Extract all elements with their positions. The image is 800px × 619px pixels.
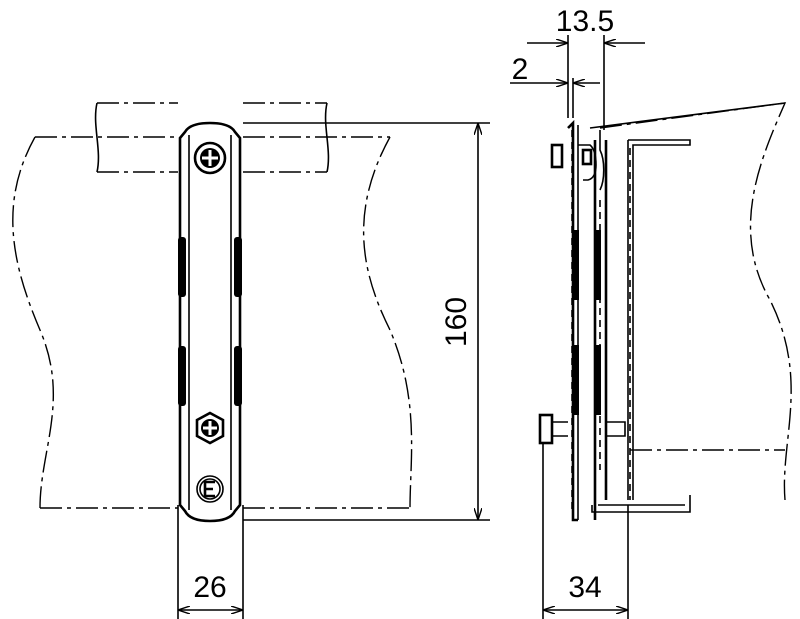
dimension-label-thickness: 2 (512, 53, 529, 86)
joint-plate (178, 121, 490, 523)
slot (595, 345, 601, 415)
slot (178, 346, 186, 406)
slot (573, 230, 579, 300)
round-bolt-icon (193, 141, 227, 175)
dimension-label-height: 160 (440, 297, 473, 347)
dimension-label-width: 26 (193, 571, 226, 604)
dimension-2: 2 (510, 53, 600, 118)
hex-nut-icon (195, 411, 225, 445)
front-view (12, 102, 490, 523)
slot (234, 237, 242, 297)
dimension-label-depth: 34 (568, 571, 601, 604)
e-mark-bolt-icon (196, 475, 224, 503)
side-view (538, 102, 792, 522)
slot (234, 346, 242, 406)
cable-tray-outline (12, 102, 413, 509)
slot (178, 237, 186, 297)
slot (595, 230, 601, 300)
side-bolt-lower-icon (538, 413, 626, 445)
side-bolt-icon (550, 143, 597, 181)
dimension-26: 26 (177, 505, 244, 619)
dimension-160: 160 (440, 123, 478, 520)
dimension-label-offset: 13.5 (556, 5, 614, 38)
dimension-13-5: 13.5 (527, 5, 645, 130)
slot (573, 345, 579, 415)
dimension-34: 34 (542, 443, 629, 619)
